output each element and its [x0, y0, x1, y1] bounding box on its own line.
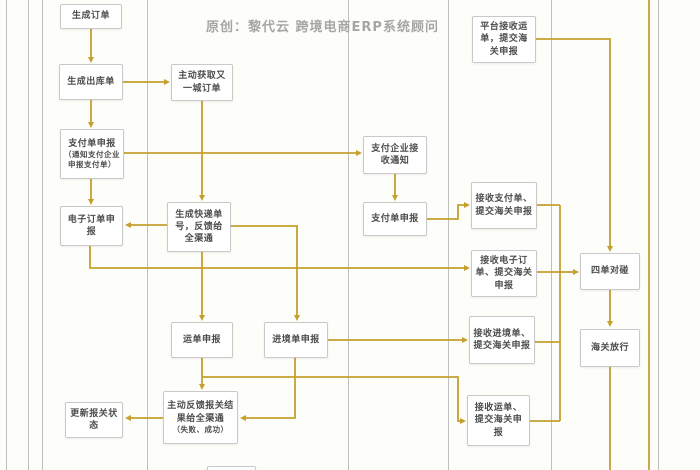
- node-label: 更新报关状态: [70, 408, 118, 431]
- node-four-match: 四单对碰: [580, 253, 640, 290]
- node-feedback-result: 主动反馈报关结果给全渠通 （失败、成功）: [163, 391, 238, 444]
- swimlane-divider: [6, 0, 7, 470]
- node-label: 支付单申报: [68, 139, 116, 150]
- edge-platform-fourmatch: [536, 38, 613, 252]
- node-sublabel: （通知支付企业申报支付单）: [64, 150, 120, 170]
- node-label: 接收运单、提交海关申报: [474, 403, 523, 438]
- node-label: 运单申报: [182, 334, 221, 345]
- edge-paydeclare2-receivepayment: [427, 202, 470, 220]
- node-label: 支付企业接收通知: [371, 143, 419, 166]
- edge-waybill-receivewaybill: [202, 376, 466, 424]
- node-label: 海关放行: [590, 342, 629, 353]
- node-pay-enterprise-notice: 支付企业接收通知: [363, 136, 427, 174]
- node-e-order-declare: 电子订单申报: [60, 206, 123, 246]
- swimlane-divider: [551, 0, 552, 470]
- node-label: 支付单申报: [371, 213, 419, 224]
- swimlane-divider: [28, 0, 29, 470]
- swimlane-divider: [348, 0, 349, 470]
- node-customs-release: 海关放行: [580, 329, 640, 367]
- node-generate-outbound: 生成出库单: [59, 64, 123, 100]
- node-payment-declare-2: 支付单申报: [363, 202, 427, 236]
- node-label: 接收进境单、提交海关申报: [473, 328, 531, 351]
- node-entry-declare: 进境单申报: [264, 322, 328, 358]
- node-payment-declare: 支付单申报 （通知支付企业申报支付单）: [60, 129, 124, 179]
- swimlane-divider: [147, 0, 148, 470]
- node-label: 四单对碰: [590, 266, 629, 277]
- node-label: 主动获取又一城订单: [178, 71, 226, 94]
- node-label: 接收电子订单、提交海关申报: [475, 256, 533, 291]
- node-label: 平台接收运单，提交海关申报: [480, 22, 528, 57]
- node-receive-e-order: 接收电子订单、提交海关申报: [471, 250, 537, 297]
- swimlane-divider: [658, 0, 659, 470]
- node-label: 接收支付单、提交海关申报: [475, 194, 533, 217]
- node-label: 进境单申报: [272, 334, 320, 345]
- node-platform-receive-waybill: 平台接收运单，提交海关申报: [472, 16, 536, 63]
- node-cutoff-bottom: [207, 466, 256, 470]
- node-sublabel: （失败、成功）: [172, 424, 229, 434]
- swimlane-divider: [42, 0, 43, 470]
- node-label: 生成订单: [71, 11, 110, 22]
- node-label: 生成出库单: [67, 76, 115, 87]
- swimlane-divider: [448, 0, 449, 470]
- node-update-status: 更新报关状态: [65, 402, 123, 438]
- node-receive-payment: 接收支付单、提交海关申报: [471, 182, 537, 229]
- node-label: 生成快递单号，反馈给全渠通: [175, 209, 223, 245]
- node-receive-waybill: 接收运单、提交海关申报: [467, 395, 530, 446]
- node-generate-order: 生成订单: [60, 4, 122, 29]
- node-gen-tracking: 生成快递单号，反馈给全渠通: [167, 202, 231, 252]
- node-fetch-city-order: 主动获取又一城订单: [171, 64, 233, 101]
- node-receive-entry: 接收进境单、提交海关申报: [469, 316, 535, 364]
- edge-entry-feedback: [240, 358, 296, 421]
- node-waybill-declare: 运单申报: [171, 322, 233, 358]
- edge-tracking-entrydeclare: [231, 225, 300, 321]
- watermark-text: 原创：黎代云 跨境电商ERP系统顾问: [206, 20, 439, 35]
- node-label: 主动反馈报关结果给全渠通: [167, 401, 234, 424]
- node-label: 电子订单申报: [67, 214, 116, 237]
